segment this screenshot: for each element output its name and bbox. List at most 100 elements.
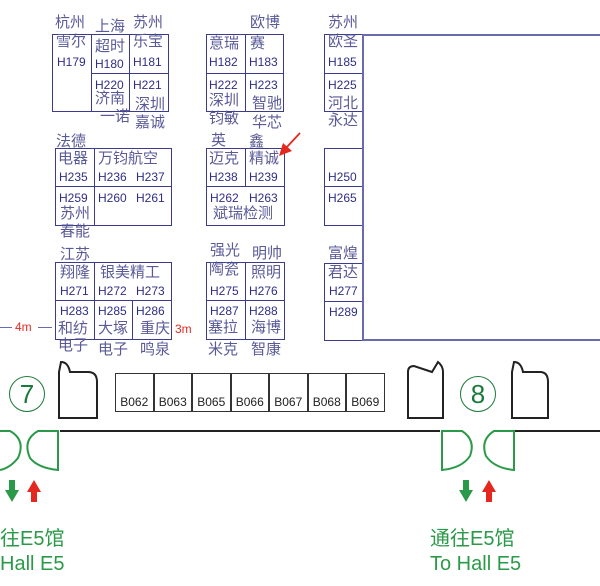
hall-wall [362,34,600,36]
exhibitor-label: 鑫 [249,132,265,150]
door-icon [58,360,98,419]
exhibitor-label: 欧圣 [328,32,359,50]
booth-code: H222 [209,78,238,92]
exhibitor-label: 塞拉 [208,318,239,336]
booth-code: H236 [98,170,127,184]
entrance-door-left [0,430,59,472]
exhibitor-label: 深圳 [209,91,240,109]
booth-code: H265 [328,191,357,205]
booth-code: H273 [136,284,165,298]
booth-code: H259 [59,191,88,205]
dimension-line [0,327,12,328]
exhibitor-label: 强光 [210,241,241,259]
booth-code: H235 [59,170,88,184]
hall-wall [362,339,600,341]
exhibitor-label: 苏州 [60,204,91,222]
b-booth[interactable]: B062 [115,373,154,412]
booth-code: H272 [98,284,127,298]
exhibitor-label: 海博 [251,318,282,336]
dimension-line [38,327,52,328]
booth-code: H283 [60,304,89,318]
booth-code: H221 [133,78,162,92]
exhibitor-label: 万钧航空 [98,149,159,167]
exhibitor-label: 智驰 [252,94,283,112]
booth-code: H239 [249,170,278,184]
exhibitor-label: 翔隆 [60,263,91,281]
booth-code: H287 [210,304,239,318]
exhibitor-label: 永达 [328,111,359,129]
exhibitor-label: 君达 [328,263,359,281]
exhibitor-label: 春能 [60,222,91,240]
door-icon [407,360,444,419]
exit-left-en: Hall E5 [0,553,65,575]
entrance-7-marker: 7 [9,376,45,412]
door-icon [511,360,549,419]
booth-code: H180 [95,57,124,71]
booth-code: H285 [98,304,127,318]
booth-box[interactable] [245,300,285,340]
exhibitor-label: 智康 [251,340,282,358]
exhibitor-label: 电子 [98,340,129,358]
booth-code: H183 [249,55,278,69]
booth-box[interactable] [206,186,285,226]
booth-code: H250 [328,170,357,184]
booth-box[interactable] [245,73,284,112]
exhibitor-label: 苏州 [133,13,164,31]
booth-code: H288 [249,304,278,318]
exhibitor-label: 大塚 [98,319,129,337]
exhibitor-label: 超时 [95,37,126,55]
exhibitor-label: 斌瑞检测 [213,204,274,222]
booth-box[interactable] [94,186,172,226]
exhibitor-label: 深圳 [135,95,166,113]
exhibitor-label: 照明 [251,263,282,281]
booth-code: H286 [136,304,165,318]
booth-code: H271 [60,284,89,298]
exhibitor-label: 明帅 [252,244,283,262]
booth-box[interactable] [129,73,169,112]
booth-code: H276 [249,284,278,298]
booth-box[interactable] [132,300,172,340]
entrance-door-right [441,430,515,472]
booth-code: H275 [210,284,239,298]
exhibitor-label: 电器 [58,149,89,167]
exhibitor-label: 河北 [328,94,359,112]
exhibitor-label: 意瑞 [209,34,240,52]
b-booth[interactable]: B068 [307,373,346,412]
b-booth[interactable]: B069 [346,373,385,412]
exhibitor-label: 电子 [58,336,89,354]
exhibitor-label: 上海 [95,17,126,35]
exhibitor-label: 杭州 [55,13,86,31]
exhibitor-label: 钧敏 [209,109,240,127]
exhibitor-label: 和纺 [58,319,89,337]
booth-code: H261 [136,191,165,205]
booth-code: H220 [95,78,124,92]
exhibitor-label: 一诺 [100,107,131,125]
b-booth[interactable]: B063 [153,373,192,412]
exhibitor-label: 富煌 [328,244,359,262]
exhibitor-label: 英 [211,131,227,149]
dimension-3m: 3m [175,322,192,336]
booth-code: H181 [133,55,162,69]
booth-code: H225 [328,78,357,92]
booth-code: H185 [328,55,357,69]
arrow-down-icon [5,480,19,502]
arrow-up-icon [482,480,496,502]
booth-code: H260 [98,191,127,205]
booth-code: H263 [249,191,278,205]
exhibitor-label: 精诚 [249,149,280,167]
b-booth[interactable]: B066 [230,373,269,412]
exit-right-cn: 通往E5馆 [430,528,515,550]
b-booth[interactable]: B065 [192,373,231,412]
booth-code: H223 [249,78,278,92]
exhibitor-label: 赛 [250,34,266,52]
exhibitor-label: 银美精工 [100,263,161,281]
booth-code: H182 [209,55,238,69]
hall-wall [362,34,364,340]
arrow-down-icon [459,480,473,502]
exhibitor-label: 鸣泉 [140,340,171,358]
exhibitor-label: 重庆 [140,319,171,337]
exhibitor-label: 嘉诚 [135,113,166,131]
b-booth[interactable]: B067 [269,373,308,412]
